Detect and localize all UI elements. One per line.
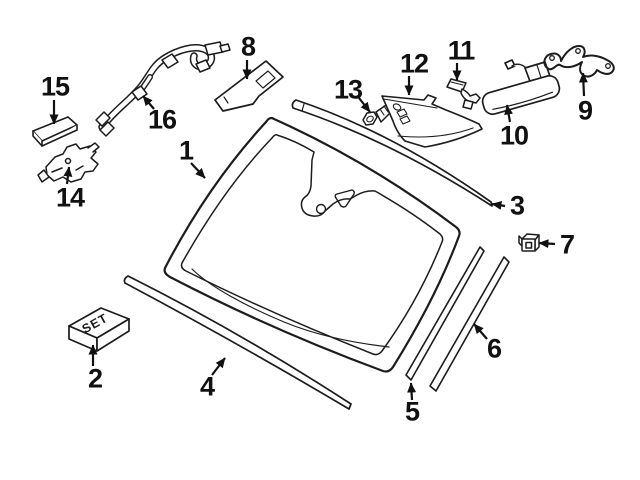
callout-5-label[interactable]: 5 xyxy=(404,396,420,427)
callout-7-label[interactable]: 7 xyxy=(559,229,575,260)
callout-11-label[interactable]: 11 xyxy=(447,35,476,66)
callout-14-label[interactable]: 14 xyxy=(55,182,85,213)
glass-reflection-line xyxy=(192,269,389,347)
sensor-mount-triangle xyxy=(335,190,354,207)
callout-4-arrow xyxy=(212,358,225,375)
part-12-sensor-cover xyxy=(382,95,482,147)
callout-6-arrow xyxy=(474,324,487,339)
part-7-clip xyxy=(519,234,539,251)
callout-3-arrow xyxy=(491,200,505,210)
callout-15-label[interactable]: 15 xyxy=(40,71,70,102)
part-4-lower-molding xyxy=(124,276,351,409)
callout-arrows xyxy=(49,60,588,400)
callout-12-label[interactable]: 12 xyxy=(399,48,429,79)
sensor-mount-hole xyxy=(317,205,326,214)
callout-16-arrow xyxy=(143,96,154,109)
part-15-sensor-pad xyxy=(33,117,77,146)
callout-2-label[interactable]: 2 xyxy=(87,363,103,394)
callout-1-arrow xyxy=(191,163,205,178)
part-5-side-molding xyxy=(406,247,484,380)
callout-16-label[interactable]: 16 xyxy=(147,104,177,135)
callout-9-arrow xyxy=(578,72,588,96)
part-16-wire-harness xyxy=(96,42,230,136)
callout-14-arrow xyxy=(63,166,73,184)
callout-10-arrow xyxy=(504,104,514,122)
part-2-set-box: SET xyxy=(69,308,129,351)
callout-7-arrow xyxy=(538,239,555,249)
callout-9-label[interactable]: 9 xyxy=(577,95,593,126)
callout-13-arrow xyxy=(359,98,370,112)
part-11-bracket xyxy=(447,79,480,109)
part-9-wire-bracket xyxy=(544,46,614,77)
part-1-windshield-glass xyxy=(165,118,460,372)
callout-4-label[interactable]: 4 xyxy=(199,371,215,402)
part-6-side-molding xyxy=(430,257,509,391)
callout-3-label[interactable]: 3 xyxy=(509,190,525,221)
callout-1-label[interactable]: 1 xyxy=(178,135,194,166)
part-14-rain-sensor xyxy=(38,143,99,182)
callout-13-label[interactable]: 13 xyxy=(333,74,363,105)
part-8-cover xyxy=(215,61,283,111)
part-10-rearview-mirror xyxy=(480,60,561,116)
part-3-upper-molding xyxy=(292,100,492,206)
callout-8-label[interactable]: 8 xyxy=(240,31,256,62)
callout-6-label[interactable]: 6 xyxy=(486,333,502,364)
callout-10-label[interactable]: 10 xyxy=(499,120,529,151)
callout-5-arrow xyxy=(407,382,417,400)
